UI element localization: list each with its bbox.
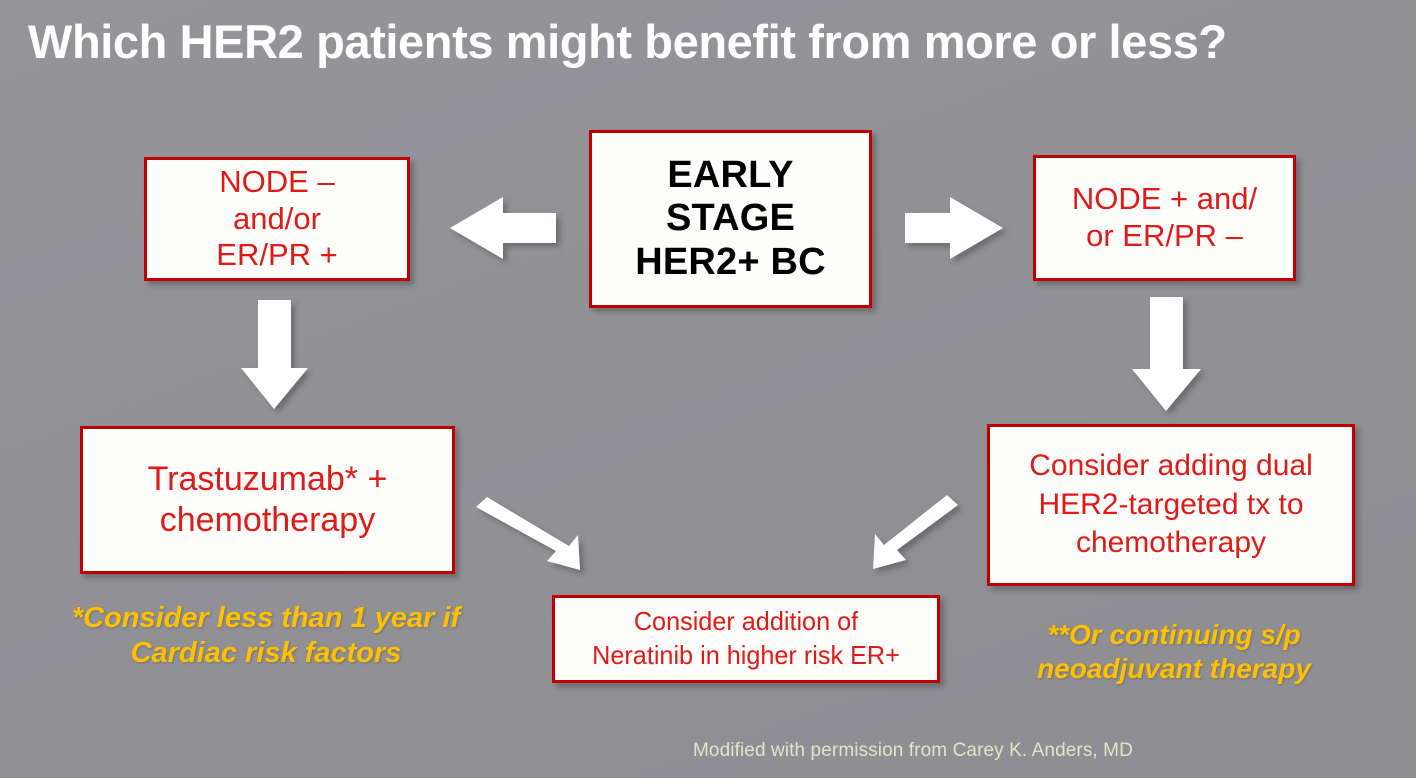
node-early-stage-her2-bc-label: EARLY STAGE HER2+ BC (592, 154, 869, 284)
arrow-center-to-right (905, 197, 1003, 259)
text-line: chemotherapy (1075, 526, 1267, 560)
node-dual-her2-targeted-therapy[interactable]: Consider adding dual HER2-targeted tx to… (987, 424, 1355, 586)
arrow-left-branch-down (241, 300, 308, 409)
text-line: Trastuzumab* + (147, 460, 388, 499)
node-node-negative-branch-label: NODE – and/or ER/PR + (147, 164, 407, 274)
cardiac-risk-footnote: *Consider less than 1 year if Cardiac ri… (38, 601, 494, 672)
text-line: STAGE (665, 197, 796, 240)
node-neratinib-addition[interactable]: Consider addition of Neratinib in higher… (552, 595, 940, 683)
arrow-center-to-left (450, 197, 556, 259)
arrow-left-to-neratinib (476, 497, 580, 570)
text-line: neoadjuvant therapy (1037, 653, 1311, 685)
node-trastuzumab-chemotherapy[interactable]: Trastuzumab* + chemotherapy (80, 426, 455, 574)
text-line: EARLY (667, 154, 794, 197)
arrow-right-branch-down (1132, 297, 1201, 411)
text-line: Neratinib in higher risk ER+ (592, 640, 900, 670)
neoadjuvant-footnote: **Or continuing s/p neoadjuvant therapy (1000, 618, 1348, 686)
text-line: or ER/PR – (1086, 218, 1243, 253)
node-node-negative-branch[interactable]: NODE – and/or ER/PR + (144, 157, 410, 281)
attribution-credit: Modified with permission from Carey K. A… (693, 740, 1133, 761)
text-line: Cardiac risk factors (130, 637, 402, 670)
node-node-positive-branch[interactable]: NODE + and/ or ER/PR – (1033, 155, 1296, 281)
node-early-stage-her2-bc[interactable]: EARLY STAGE HER2+ BC (589, 130, 872, 308)
text-line: NODE – (219, 164, 335, 200)
text-line: Consider adding dual (1029, 449, 1313, 483)
node-dual-her2-targeted-therapy-label: Consider adding dual HER2-targeted tx to… (990, 447, 1352, 562)
node-node-positive-branch-label: NODE + and/ or ER/PR – (1036, 181, 1293, 254)
text-line: NODE + and/ (1071, 181, 1258, 217)
text-line: *Consider less than 1 year if (71, 602, 461, 634)
node-neratinib-addition-label: Consider addition of Neratinib in higher… (561, 605, 932, 673)
text-line: and/or (233, 200, 321, 236)
node-trastuzumab-chemotherapy-label: Trastuzumab* + chemotherapy (83, 459, 452, 541)
arrow-right-to-neratinib (873, 495, 958, 569)
text-line: Consider addition of (633, 606, 859, 637)
page-title: Which HER2 patients might benefit from m… (28, 15, 1227, 68)
text-line: HER2+ BC (635, 240, 826, 283)
text-line: chemotherapy (159, 501, 376, 539)
text-line: **Or continuing s/p (1047, 619, 1301, 650)
text-line: ER/PR + (216, 237, 338, 273)
text-line: HER2-targeted tx to (1038, 487, 1304, 521)
